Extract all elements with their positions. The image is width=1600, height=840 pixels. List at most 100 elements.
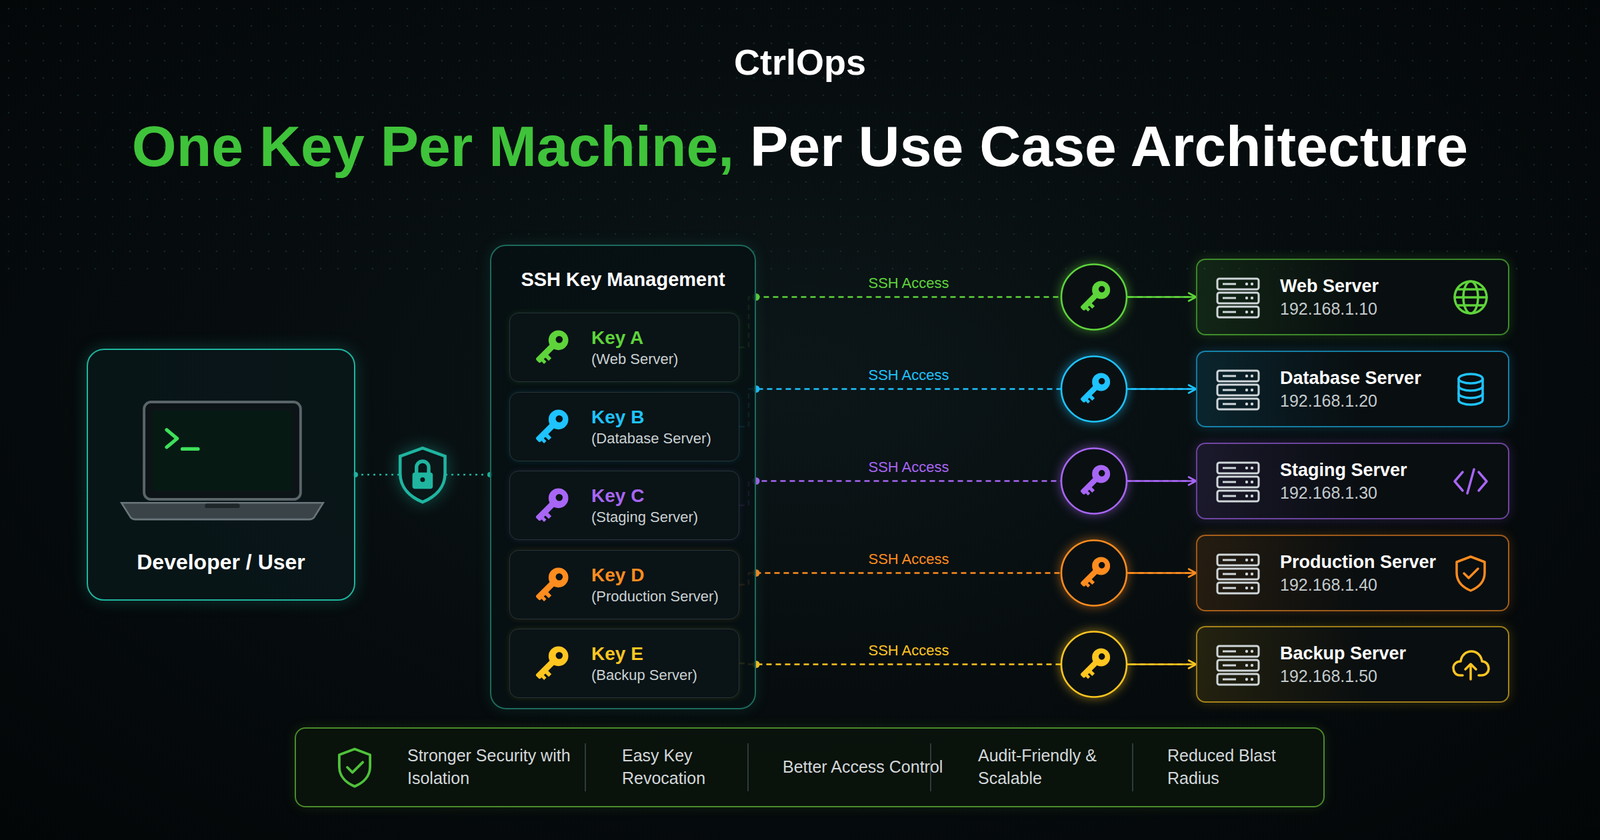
icon-part xyxy=(544,670,552,677)
icon-part xyxy=(1222,481,1236,484)
icon-part xyxy=(1088,486,1095,493)
benefit-text: Audit-Friendly & Scalable xyxy=(978,744,1152,790)
icon-part xyxy=(1464,568,1478,578)
icon-part xyxy=(1454,296,1487,299)
icon-part xyxy=(1250,374,1254,378)
icon-part xyxy=(1245,480,1248,484)
icon-part xyxy=(1088,394,1095,401)
key-icon xyxy=(528,326,573,370)
server-box: Web Server192.168.1.10 xyxy=(1196,258,1510,336)
solid-segment xyxy=(1126,296,1194,298)
text-holder: Developer / User xyxy=(88,550,354,575)
text-holder: Database Server192.168.1.20 xyxy=(1280,366,1422,412)
icon-part xyxy=(544,512,552,519)
key-box: Key E(Backup Server) xyxy=(509,628,740,698)
icon-part xyxy=(1245,388,1248,392)
text-holder: Key B(Database Server) xyxy=(591,405,712,449)
icon-part xyxy=(1245,572,1248,576)
icon-part xyxy=(1075,553,1114,592)
node-text: Key C xyxy=(591,484,698,508)
icon-part xyxy=(544,354,552,361)
icon-part xyxy=(1222,311,1236,314)
icon-part xyxy=(1222,495,1236,498)
key-box: Key C(Staging Server) xyxy=(509,470,740,540)
server-type-icon xyxy=(1450,277,1491,318)
divider xyxy=(1132,743,1134,792)
icon-part xyxy=(1217,398,1259,410)
icon-part xyxy=(1250,558,1254,562)
server-box: Backup Server192.168.1.50 xyxy=(1196,626,1510,703)
icon-part xyxy=(1080,660,1098,678)
text-holder: Backup Server192.168.1.50 xyxy=(1280,642,1406,688)
icon-part xyxy=(1458,378,1483,405)
text-holder: Key A(Web Server) xyxy=(591,326,678,370)
server-type-icon xyxy=(1450,369,1491,410)
icon-part xyxy=(1250,572,1254,576)
icon-part xyxy=(1250,678,1254,681)
icon-part xyxy=(540,674,546,680)
icon-part xyxy=(1080,384,1098,403)
key-icon xyxy=(528,563,573,608)
key-badge xyxy=(1061,264,1127,330)
text-holder: Production Server192.168.1.40 xyxy=(1280,550,1436,596)
icon-part xyxy=(1222,403,1236,406)
icon-part xyxy=(1088,302,1095,309)
divider xyxy=(747,743,749,792)
icon-part xyxy=(530,326,573,368)
icon-part xyxy=(530,563,573,606)
icon-part xyxy=(554,572,564,582)
icon-part xyxy=(530,484,573,526)
icon-part xyxy=(144,402,301,500)
icon-part xyxy=(540,438,546,444)
icon-part xyxy=(1245,466,1248,470)
icon-part xyxy=(1217,370,1259,382)
icon-part xyxy=(1250,310,1254,314)
icon-part xyxy=(554,650,564,661)
icon-part xyxy=(554,492,564,503)
icon-part xyxy=(1454,281,1487,314)
icon-part xyxy=(204,504,240,509)
icon-part xyxy=(1222,650,1236,653)
benefit-text: Stronger Security with Isolation xyxy=(407,744,601,790)
icon-part xyxy=(1217,660,1259,671)
shield-lock-icon xyxy=(400,448,445,502)
icon-part xyxy=(1245,586,1248,590)
icon-part xyxy=(1245,678,1248,681)
node-text: (Database Server) xyxy=(591,428,712,449)
solid-segment xyxy=(1126,480,1194,482)
icon-part xyxy=(535,580,556,601)
edge-label: SSH Access xyxy=(868,366,949,384)
icon-part xyxy=(1085,490,1090,496)
server-rack-icon xyxy=(1214,274,1262,322)
icon-part xyxy=(540,358,546,364)
benefits-band: Stronger Security with Isolation Easy Key… xyxy=(294,727,1325,808)
key-icon xyxy=(528,405,573,450)
icon-part xyxy=(1250,586,1254,590)
icon-part xyxy=(530,642,573,684)
icon-part xyxy=(1250,388,1254,392)
node-text: Web Server xyxy=(1280,274,1379,298)
node-text: (Production Server) xyxy=(591,586,719,607)
node-text: Production Server xyxy=(1280,550,1436,574)
key-badge xyxy=(1061,356,1127,422)
key-icon xyxy=(1075,461,1114,500)
server-type-icon xyxy=(1450,644,1491,685)
server-type-icon xyxy=(1450,553,1491,594)
icon-part xyxy=(1097,284,1107,294)
text-holder: Key C(Staging Server) xyxy=(591,484,698,528)
icon-part xyxy=(530,405,573,448)
icon-part xyxy=(1457,289,1484,306)
key-icon xyxy=(528,484,573,528)
icon-part xyxy=(1085,398,1090,404)
server-rack-icon xyxy=(1214,550,1262,598)
icon-part xyxy=(416,461,429,474)
benefit-text: Easy Key Revocation xyxy=(622,744,769,790)
icon-part xyxy=(1222,664,1236,667)
connector xyxy=(739,573,1196,586)
user-box: Developer / User xyxy=(86,348,356,601)
icon-part xyxy=(412,472,434,489)
icon-part xyxy=(1085,674,1090,679)
icon-part xyxy=(1217,490,1259,502)
